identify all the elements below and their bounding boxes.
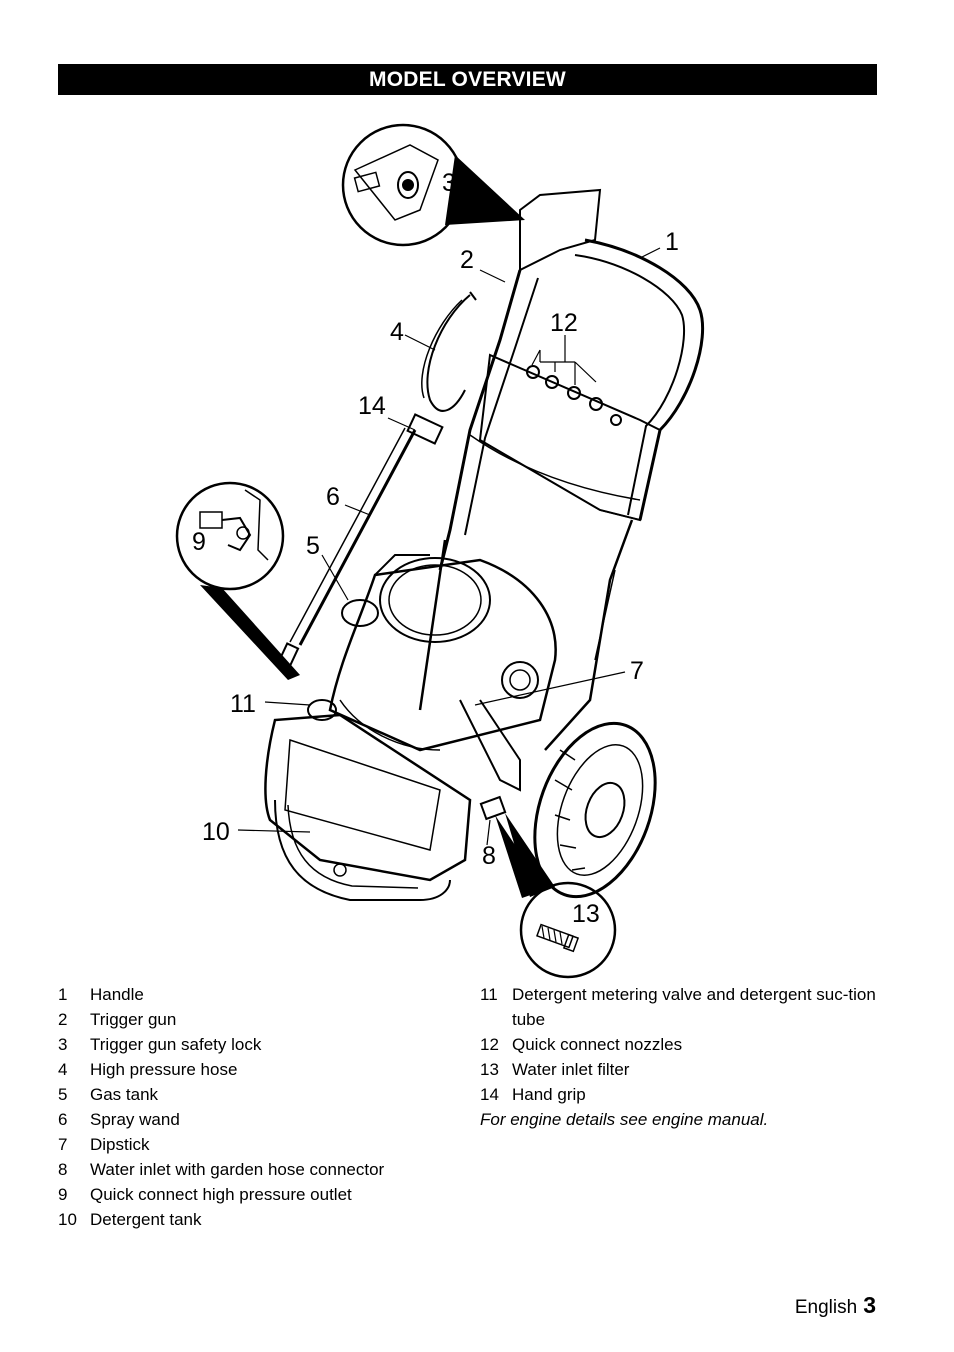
list-item-label-wrapped: Detergent metering valve and detergent s… — [512, 985, 876, 1029]
pressure-washer-diagram: 1 2 3 4 5 6 7 8 9 10 11 12 13 14 — [0, 100, 954, 980]
callout-8: 8 — [482, 842, 496, 870]
water-inlet — [479, 795, 507, 821]
zoom-detail-trigger-lock — [341, 123, 525, 247]
detergent-tank — [264, 699, 472, 901]
hose-reel — [421, 291, 477, 412]
callout-11: 11 — [230, 690, 256, 718]
callout-5: 5 — [306, 532, 320, 560]
callout-10: 10 — [202, 818, 230, 846]
control-panel — [469, 353, 662, 522]
page-number: 3 — [863, 1292, 876, 1318]
callout-13: 13 — [572, 900, 600, 928]
callout-9: 9 — [192, 528, 206, 556]
engine-note: For engine details see engine manual. — [480, 1110, 769, 1129]
callout-7: 7 — [630, 657, 644, 685]
zoom-detail-outlet — [175, 481, 300, 680]
spray-wand — [276, 413, 444, 670]
page-title: MODEL OVERVIEW — [58, 64, 877, 95]
callout-2: 2 — [460, 246, 474, 274]
callout-3: 3 — [442, 169, 456, 197]
lower-frame — [418, 519, 634, 751]
callout-6: 6 — [326, 483, 340, 511]
callout-labels: 1 2 3 4 5 6 7 8 9 10 11 12 13 14 — [192, 169, 679, 928]
handle-frame — [438, 188, 705, 571]
zoom-detail-inlet-filter — [495, 813, 617, 979]
engine — [328, 554, 557, 792]
leader-lines — [237, 247, 661, 846]
callout-14: 14 — [358, 392, 386, 420]
wheel — [533, 721, 657, 899]
footer-language: English — [794, 1297, 858, 1318]
callout-1: 1 — [665, 228, 679, 256]
callout-12: 12 — [550, 309, 578, 337]
callout-4: 4 — [390, 318, 404, 346]
